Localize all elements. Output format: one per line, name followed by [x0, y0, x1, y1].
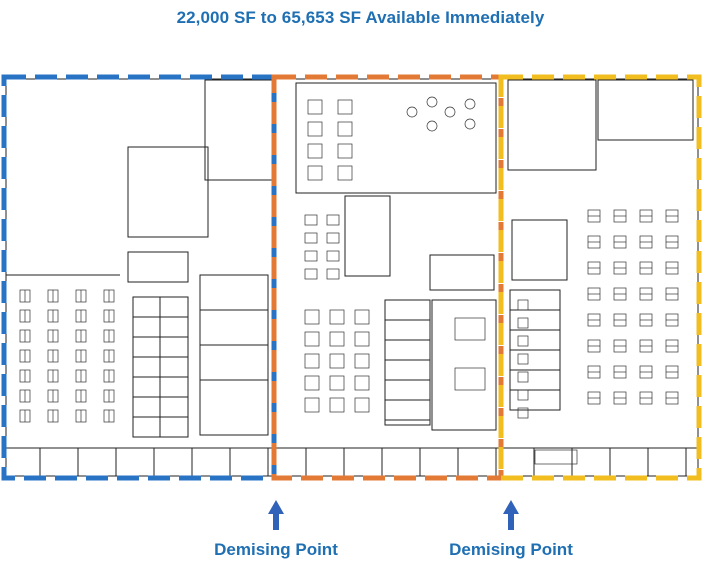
workstation: [304, 232, 318, 244]
floor-plan-linework: [5, 78, 699, 477]
workstation: [304, 331, 320, 347]
room: [127, 251, 189, 283]
building-outline: [5, 78, 699, 477]
workstation: [337, 99, 353, 115]
arrow-up-icon: [268, 500, 284, 530]
workstation: [354, 375, 370, 391]
workstation: [517, 371, 529, 383]
workstation: [304, 250, 318, 262]
workstation: [304, 375, 320, 391]
workstation: [337, 121, 353, 137]
workstation: [304, 268, 318, 280]
workstation: [337, 165, 353, 181]
room: [295, 82, 497, 194]
demising-point-left: Demising Point: [196, 500, 356, 560]
workstation: [517, 317, 529, 329]
workstation: [517, 389, 529, 401]
suite-zone-west[interactable]: [1, 74, 277, 481]
workstation: [304, 397, 320, 413]
workstation: [354, 309, 370, 325]
demising-point-label: Demising Point: [214, 540, 338, 559]
conference-table: [454, 317, 486, 341]
workstation: [307, 165, 323, 181]
demising-point-right: Demising Point: [431, 500, 591, 560]
workstation: [307, 99, 323, 115]
suite-zone-center[interactable]: [271, 74, 504, 481]
workstation: [326, 214, 340, 226]
workstation: [354, 397, 370, 413]
workstation: [329, 375, 345, 391]
plan-round-table: [426, 120, 438, 132]
room: [204, 79, 274, 181]
plan-round-table: [444, 106, 456, 118]
conference-table: [454, 367, 486, 391]
demising-point-label: Demising Point: [449, 540, 573, 559]
page-headline: 22,000 SF to 65,653 SF Available Immedia…: [176, 8, 545, 27]
workstation: [304, 309, 320, 325]
workstation: [329, 309, 345, 325]
workstation: [354, 331, 370, 347]
workstation: [326, 268, 340, 280]
suite-zone-east[interactable]: [498, 74, 702, 481]
workstation: [337, 143, 353, 159]
plan-round-table: [406, 106, 418, 118]
workstation: [304, 353, 320, 369]
arrow-up-icon: [503, 500, 519, 530]
workstation: [329, 353, 345, 369]
plan-round-table: [464, 118, 476, 130]
room: [597, 79, 694, 141]
room: [507, 79, 597, 171]
room: [431, 299, 497, 431]
conference-table: [534, 449, 578, 465]
room: [384, 299, 431, 426]
workstation: [517, 353, 529, 365]
plan-round-table: [464, 98, 476, 110]
room: [511, 219, 568, 281]
workstation: [307, 143, 323, 159]
workstation: [354, 353, 370, 369]
workstation: [307, 121, 323, 137]
workstation: [304, 214, 318, 226]
workstation: [329, 397, 345, 413]
workstation: [517, 299, 529, 311]
room: [127, 146, 209, 238]
room: [199, 274, 269, 436]
workstation: [517, 407, 529, 419]
workstation: [326, 232, 340, 244]
room: [344, 195, 391, 277]
workstation: [517, 335, 529, 347]
workstation: [329, 331, 345, 347]
plan-round-table: [426, 96, 438, 108]
floor-plan-furniture: [19, 96, 679, 465]
workstation: [326, 250, 340, 262]
room: [429, 254, 495, 291]
floor-plan: [1, 74, 702, 481]
